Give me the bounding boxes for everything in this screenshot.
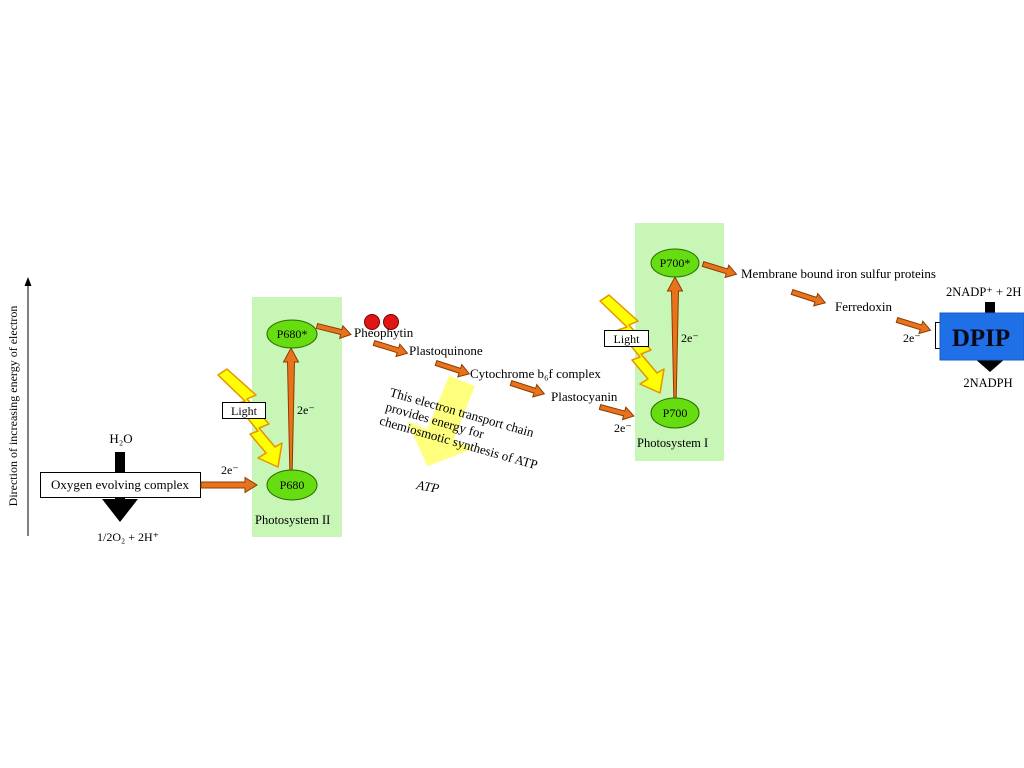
water-label: H₂O	[109, 431, 132, 446]
p700-incoming-electrons-label: 2e⁻	[614, 421, 632, 435]
atp-product-label: ATP	[414, 477, 440, 496]
oxygen-evolving-complex-label: Oxygen evolving complex	[51, 477, 189, 492]
red-marker-2	[383, 314, 399, 330]
dpip-label: DPIP	[952, 325, 1010, 352]
p700-label: P700	[663, 406, 688, 420]
electron-arrow-to-ferredoxin	[790, 288, 827, 307]
energy-axis-label: Direction of increasing energy of electr…	[6, 306, 20, 507]
photosystem-ii-label: Photosystem II	[255, 513, 330, 527]
electron-arrow-to-p700	[598, 403, 635, 421]
electron-arrow-to-cytochrome	[434, 359, 471, 378]
electron-arrow-to-plastocyanin	[509, 379, 546, 398]
electron-arrow-p700-to-iron-sulfur	[701, 260, 738, 279]
electron-arrow-to-plastoquinone	[372, 339, 409, 358]
pheophytin-label: Pheophytin	[354, 325, 414, 340]
p680-excited-reaction-center	[266, 319, 318, 349]
oxygen-output-label: 1/2O₂ + 2H⁺	[97, 530, 159, 544]
nadp-input-label: 2NADP⁺ + 2H	[946, 285, 1021, 299]
light-label-box-psii	[222, 402, 266, 419]
p680-reaction-center	[266, 469, 318, 501]
p700-excited-label: P700*	[660, 256, 691, 270]
p680-label: P680	[280, 478, 305, 492]
light-label-psii: Light	[231, 404, 258, 418]
ferredoxin-label: Ferredoxin	[835, 299, 893, 314]
psi-excitation-electrons-label: 2e⁻	[681, 331, 699, 345]
light-label-psi: Light	[614, 332, 641, 346]
p680-excited-label: P680*	[277, 327, 308, 341]
energy-axis-arrowhead-icon	[24, 277, 32, 286]
red-marker-1	[364, 314, 380, 330]
electron-arrow-p680-to-pheophytin	[315, 322, 352, 340]
nadph-output-label: 2NADPH	[963, 376, 1012, 390]
p700-reaction-center	[650, 397, 700, 429]
energy-axis	[24, 277, 32, 536]
atp-synthesis-arrow-icon	[406, 375, 475, 467]
excitation-arrow-psi	[666, 275, 684, 399]
plastoquinone-label: Plastoquinone	[409, 343, 483, 358]
p700-excited-reaction-center	[650, 248, 700, 278]
oxygen-evolving-complex-box	[40, 472, 201, 498]
cytochrome-b6f-label: Cytochrome b₆f complex	[470, 366, 601, 381]
dpip-box	[939, 312, 1024, 361]
electron-arrow-oec-to-p680	[200, 476, 258, 494]
light-label-box-psi	[604, 330, 649, 347]
oec-electrons-label: 2e⁻	[221, 463, 239, 477]
iron-sulfur-proteins-label: Membrane bound iron sulfur proteins	[741, 266, 936, 281]
excitation-arrow-psii	[282, 346, 300, 471]
dpip-electrons-label: 2e⁻	[903, 331, 921, 345]
psii-excitation-electrons-label: 2e⁻	[297, 403, 315, 417]
plastocyanin-label: Plastocyanin	[551, 389, 618, 404]
electron-arrow-to-dpip	[895, 316, 932, 335]
photosystem-i-label: Photosystem I	[637, 436, 708, 450]
